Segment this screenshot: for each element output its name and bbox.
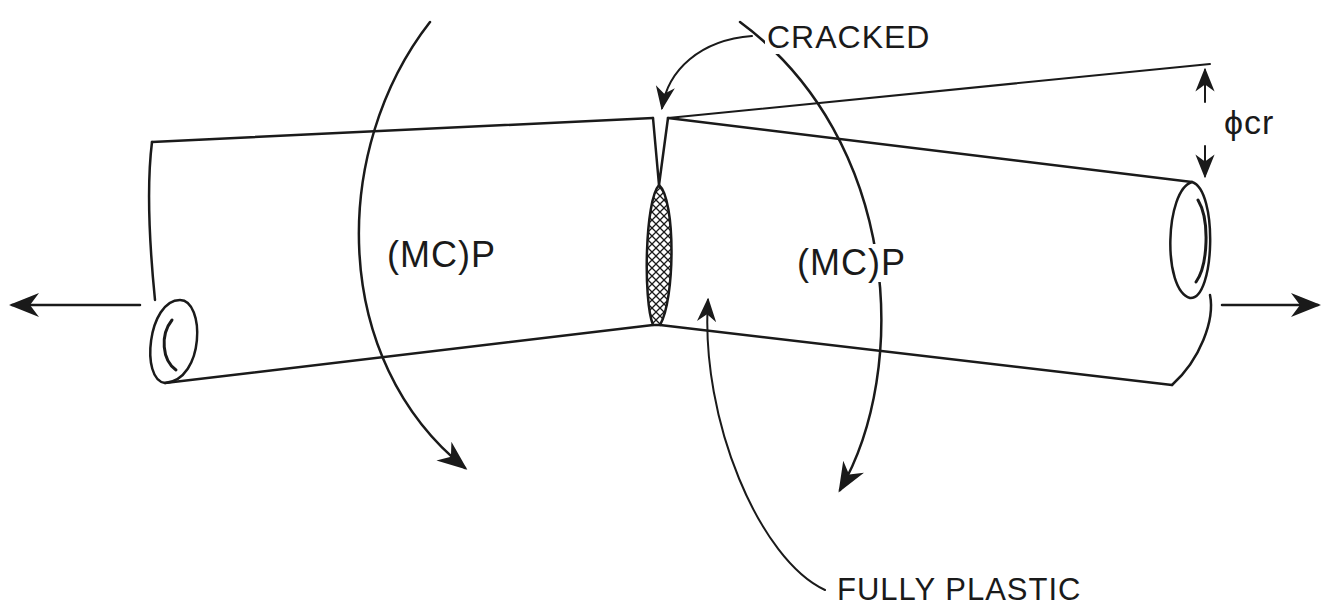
tension-arrow — [12, 304, 140, 307]
moment-label: (MC)P — [795, 244, 908, 282]
pipe-edge — [165, 325, 653, 383]
pipe-end — [1172, 295, 1211, 385]
pipe-edge — [668, 118, 1192, 182]
angle-label: ϕcr — [1222, 104, 1276, 140]
moment-label: (MC)P — [385, 236, 498, 274]
tension-arrow — [1222, 304, 1318, 307]
leader-line — [707, 300, 825, 590]
dimension-arrow — [1204, 146, 1206, 176]
dimension-line — [668, 64, 1210, 118]
dimension-arrow — [1204, 70, 1206, 102]
leader-line — [662, 36, 752, 108]
pipe-end-shade — [1196, 200, 1206, 282]
pipe-end-shade — [164, 320, 176, 370]
part-label: FULLY PLASTIC — [835, 573, 1083, 606]
pipe-end — [1170, 182, 1210, 298]
pipe-edge — [152, 118, 653, 142]
part-label: CRACKED — [765, 20, 932, 54]
plastic-zone — [647, 185, 672, 325]
pipe-edge — [660, 325, 1172, 385]
pipe-end — [150, 300, 197, 383]
crack — [653, 118, 668, 185]
pipe-end — [149, 142, 155, 300]
